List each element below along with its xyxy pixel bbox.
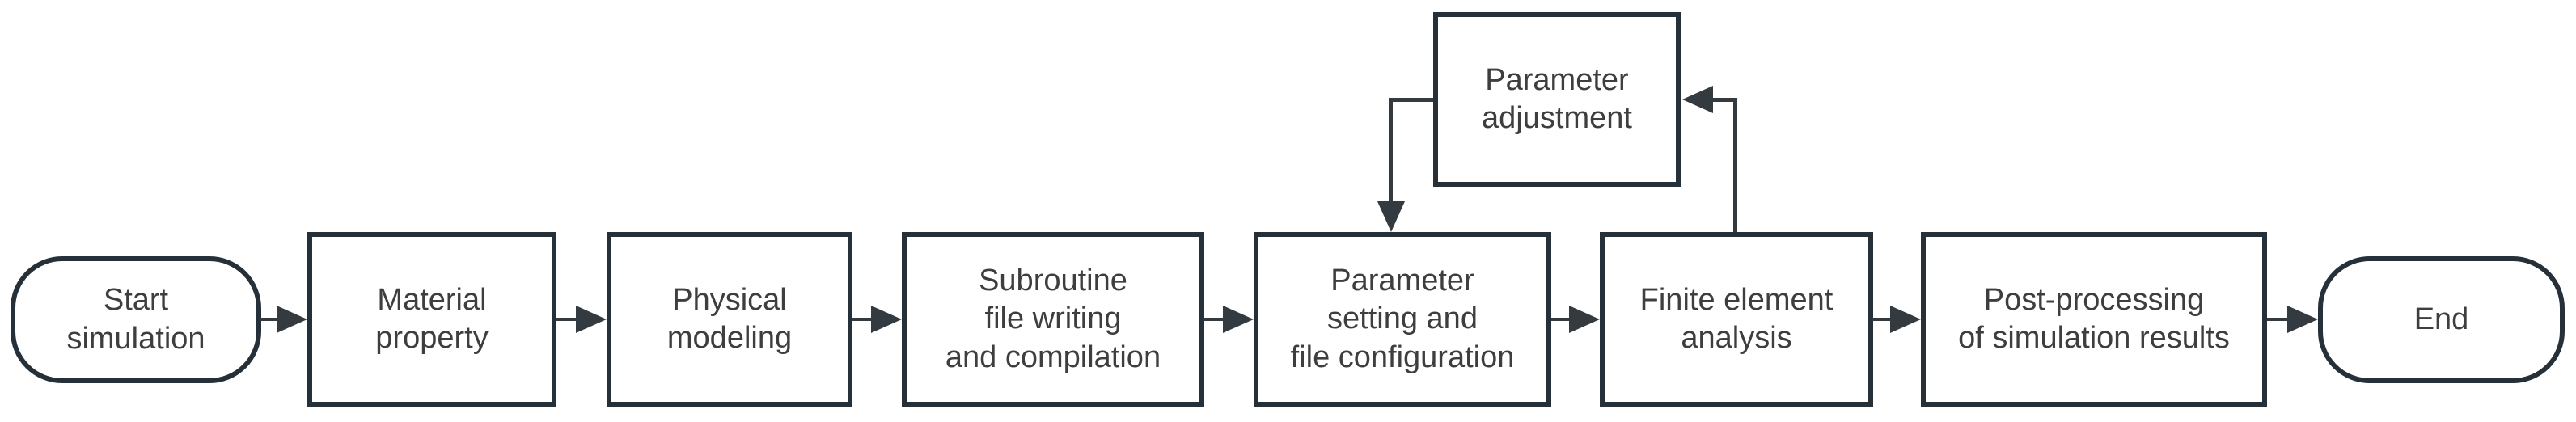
arrowhead-left-icon	[1682, 86, 1713, 113]
arrowhead-right-icon	[576, 306, 607, 333]
arrow-shaft	[1872, 318, 1890, 321]
arrow-shaft	[1551, 318, 1569, 321]
node-end: End	[2318, 256, 2565, 383]
arrow-start-to-material	[260, 306, 307, 333]
arrow-shaft	[1203, 318, 1223, 321]
arrow-physical-to-subroutine	[852, 306, 902, 333]
node-material-property: Material property	[307, 232, 556, 407]
connector-paramadj-to-paramset-horizontal	[1390, 98, 1433, 102]
arrow-shaft	[260, 318, 277, 321]
node-parameter-setting: Parameter setting and file configuration	[1254, 232, 1551, 407]
arrow-shaft	[852, 318, 871, 321]
node-parameter-adjustment: Parameter adjustment	[1433, 12, 1681, 187]
arrow-post-to-end	[2267, 306, 2318, 333]
arrowhead-right-icon	[1223, 306, 1254, 333]
node-subroutine-file-writing: Subroutine file writing and compilation	[902, 232, 1204, 407]
connector-finite-to-paramadj-horizontal	[1713, 98, 1737, 102]
arrow-subroutine-to-param-setting	[1203, 306, 1254, 333]
arrowhead-right-icon	[871, 306, 902, 333]
node-post-processing: Post-processing of simulation results	[1921, 232, 2267, 407]
arrow-shaft	[2267, 318, 2287, 321]
node-physical-modeling: Physical modeling	[607, 232, 852, 407]
node-finite-element-analysis: Finite element analysis	[1600, 232, 1873, 407]
arrow-material-to-physical	[556, 306, 607, 333]
arrowhead-right-icon	[1890, 306, 1921, 333]
arrowhead-right-icon	[2287, 306, 2318, 333]
arrow-shaft	[556, 318, 576, 321]
node-start-simulation: Start simulation	[11, 256, 261, 383]
arrowhead-right-icon	[277, 306, 307, 333]
arrow-finite-to-post	[1872, 306, 1921, 333]
arrowhead-down-icon	[1377, 201, 1405, 232]
connector-paramadj-to-paramset-vertical	[1389, 98, 1393, 202]
arrow-param-setting-to-finite	[1551, 306, 1600, 333]
connector-finite-to-paramadj-vertical	[1733, 99, 1737, 232]
arrowhead-right-icon	[1569, 306, 1600, 333]
